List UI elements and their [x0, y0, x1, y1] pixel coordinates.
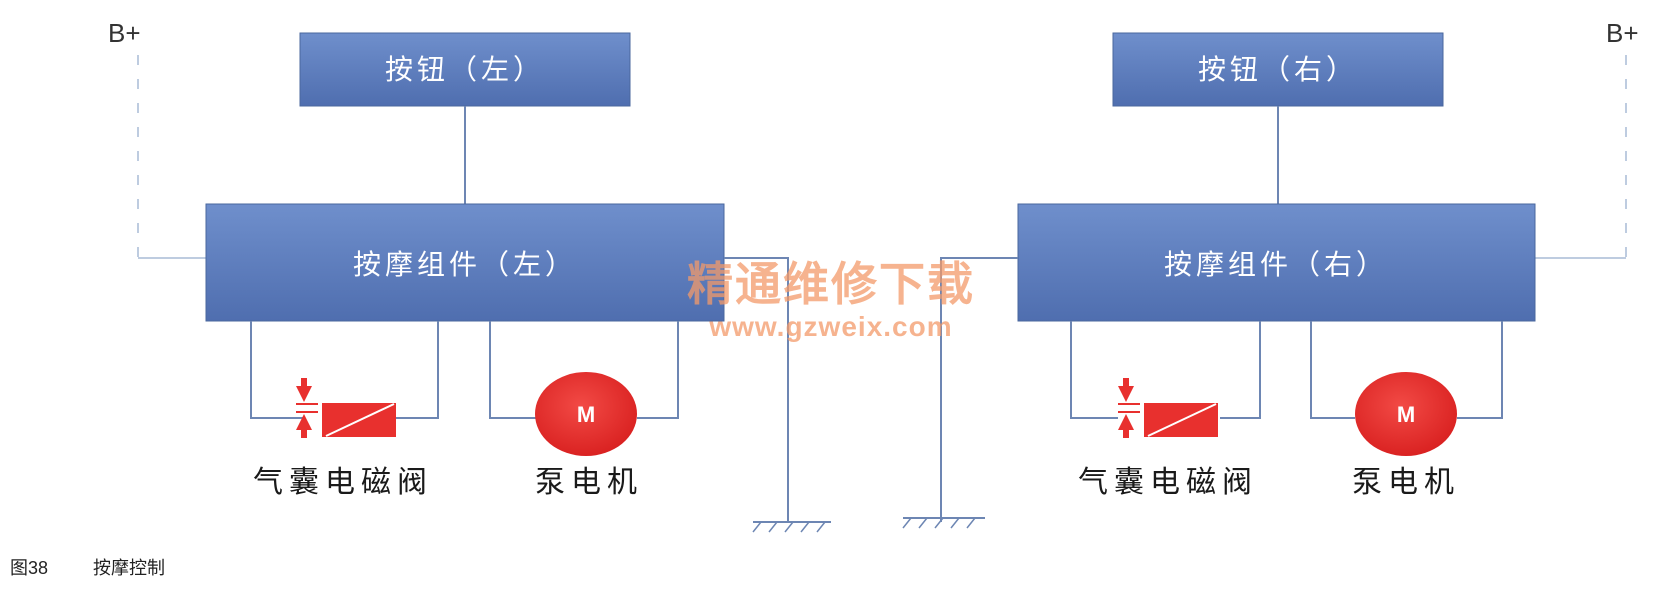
- ground-wire-right: [940, 257, 1018, 522]
- pump-loop-left: [489, 321, 679, 419]
- watermark-url: www.gzweix.com: [708, 311, 952, 342]
- button-right: 按钮（右）: [1112, 32, 1444, 107]
- valve-loop-right: [1070, 321, 1261, 419]
- power-label-right: B+: [1606, 18, 1639, 48]
- watermark-name: 精通维修下载: [687, 257, 975, 311]
- power-label-left: B+: [108, 18, 141, 48]
- figure-title: 按摩控制: [93, 558, 165, 578]
- massage-module-right-label: 按摩组件（右）: [1164, 248, 1388, 281]
- solenoid-valve-icon-left: [296, 378, 396, 438]
- motor-symbol-left: M: [577, 402, 595, 427]
- ground-wire-left: [724, 257, 789, 522]
- button-left-label: 按钮（左）: [385, 53, 545, 86]
- valve-label-left: 气囊电磁阀: [253, 465, 433, 500]
- power-wire-left: [137, 55, 206, 259]
- ground-symbol-right: [902, 517, 985, 529]
- figure-number: 图38: [10, 558, 48, 578]
- valve-loop-left: [250, 321, 439, 419]
- power-wire-right: [1535, 55, 1627, 259]
- ground-symbol-left: [752, 521, 831, 533]
- button-right-label: 按钮（右）: [1198, 53, 1358, 86]
- figure-caption: 图38 按摩控制: [10, 558, 165, 578]
- motor-icon-left: M: [535, 372, 637, 456]
- massage-module-right: 按摩组件（右）: [1017, 203, 1536, 322]
- pump-label-right: 泵电机: [1352, 465, 1460, 500]
- pump-label-left: 泵电机: [535, 465, 643, 500]
- motor-symbol-right: M: [1397, 402, 1415, 427]
- solenoid-valve-icon-right: [1118, 378, 1218, 438]
- motor-icon-right: M: [1355, 372, 1457, 456]
- massage-module-left: 按摩组件（左）: [205, 203, 725, 322]
- watermark: 精通维修下载 www.gzweix.com: [687, 257, 975, 342]
- pump-loop-right: [1310, 321, 1503, 419]
- valve-label-right: 气囊电磁阀: [1078, 465, 1258, 500]
- button-left: 按钮（左）: [299, 32, 631, 107]
- massage-module-left-label: 按摩组件（左）: [353, 248, 577, 281]
